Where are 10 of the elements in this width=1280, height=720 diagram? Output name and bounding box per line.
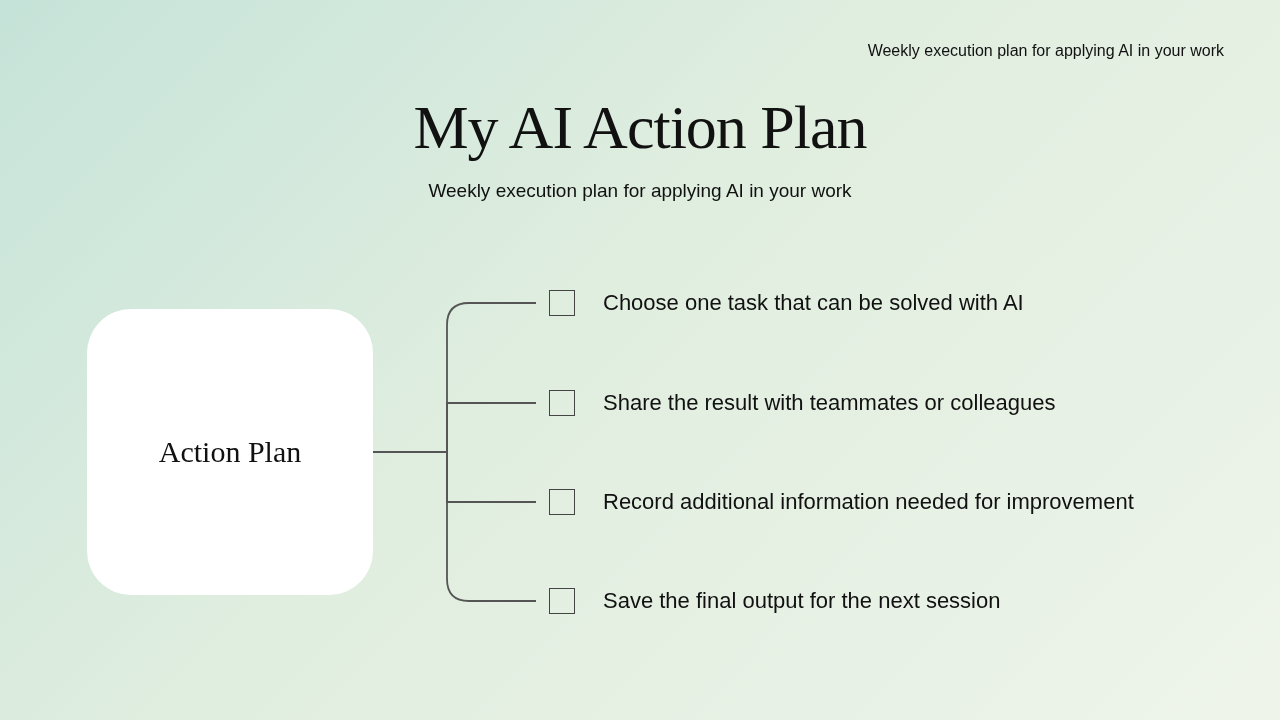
checklist-item-text: Choose one task that can be solved with AI [603,290,1024,316]
title: My AI Action Plan [412,92,868,163]
card-title: Action Plan [158,435,302,469]
subtitle: Weekly execution plan for applying AI in your work [427,180,853,202]
rounded-card [87,309,373,595]
checklist-item-text: Record additional information needed for improvement [603,489,1134,515]
checklist-item-text: Share the result with teammates or colleagues [603,390,1056,416]
checklist-item-text: Save the final output for the next session [603,588,1001,614]
header-text: Weekly execution plan for applying AI in your work [867,42,1224,60]
connector-line [372,451,537,602]
